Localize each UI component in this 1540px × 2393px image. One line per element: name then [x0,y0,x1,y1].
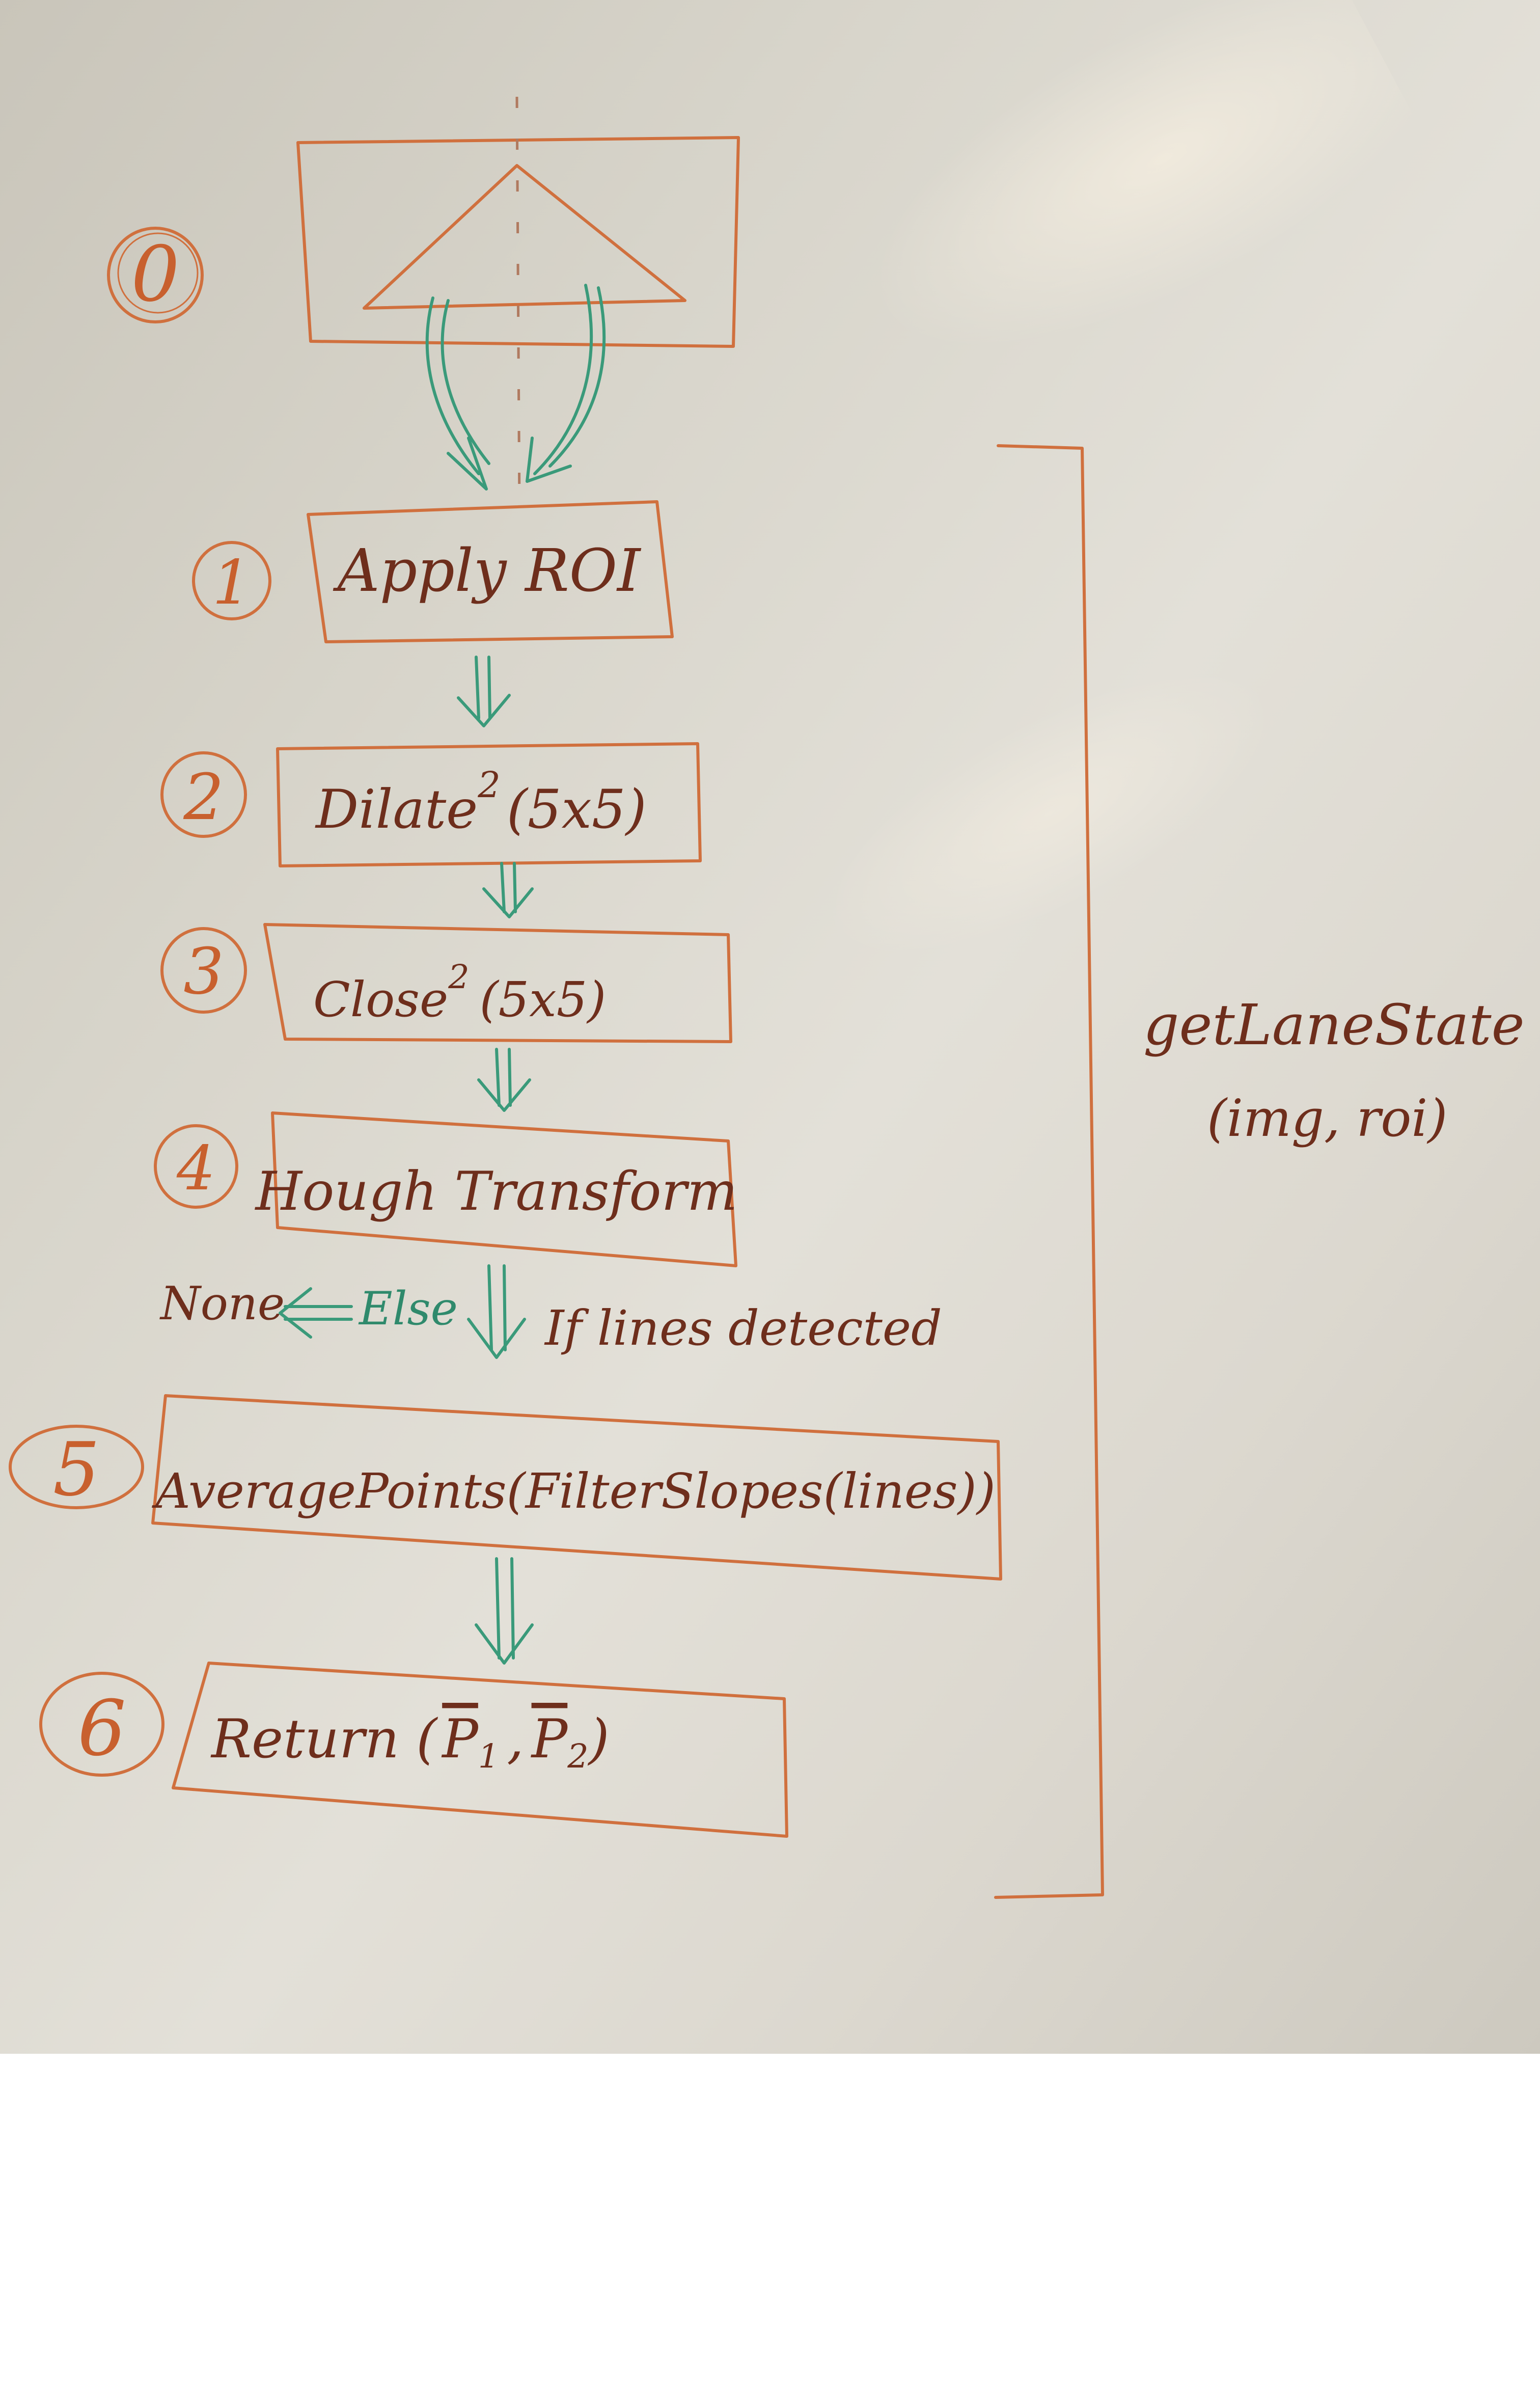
step-4-number-circle: 4 [154,1124,238,1209]
step-4-label: Hough Transform [255,1160,738,1222]
step-3-number: 3 [183,935,224,1009]
step-2-number: 2 [183,760,224,834]
function-bracket [994,444,1104,1899]
step-1-box: Apply ROI [307,500,674,643]
down-arrow-icon [475,1557,534,1665]
center-dashed-line [515,96,521,510]
step-3-box: Close2(5x5) [263,923,732,1043]
function-name: getLaneState [1143,992,1525,1057]
none-label: None [159,1277,285,1330]
step-4-number: 4 [176,1133,215,1204]
step-5-number-circle: 5 [9,1425,144,1513]
step-5-box: AveragePoints(FilterSlopes(lines)) [151,1394,1002,1581]
down-arrow-icon [477,1048,531,1112]
curved-arrows-icon [425,284,606,491]
else-label: Else [358,1282,458,1336]
step-3-label: Close2(5x5) [313,958,606,1028]
step-4-box: Hough Transform [255,1111,738,1267]
step-1-number-circle: 1 [192,541,271,620]
flowchart-diagram: 0 1 Apply ROI 2 Dilate2(5x5) 3 [9,96,1525,1899]
if-label: If lines detected [544,1300,942,1356]
step-6-number-circle: 6 [39,1672,164,1777]
roi-triangle-icon [363,164,686,310]
down-arrow-icon [457,656,511,727]
branch-row: None Else If lines detected [159,1264,942,1359]
step-6-label: Return (P1,P2) [210,1708,610,1776]
function-annotation: getLaneState (img, roi) [1143,992,1525,1148]
step-0-roi-sketch [296,96,740,510]
step-0-number-circle: 0 [107,227,204,323]
step-0-number: 0 [131,230,179,319]
step-6-number: 6 [77,1684,126,1773]
step-1-number: 1 [212,548,251,618]
left-arrow-icon [279,1287,353,1339]
step-2-label: Dilate2(5x5) [315,764,647,840]
step-2-number-circle: 2 [160,751,247,838]
roi-frame [296,136,740,348]
step-2-box: Dilate2(5x5) [276,742,702,867]
step-5-number: 5 [53,1427,100,1513]
down-arrow-icon [482,862,534,918]
step-5-label: AveragePoints(FilterSlopes(lines)) [151,1463,996,1519]
step-6-box: Return (P1,P2) [172,1662,788,1838]
down-arrow-icon [467,1264,526,1359]
function-args: (img, roi) [1207,1089,1447,1148]
step-3-number-circle: 3 [160,927,247,1014]
step-1-label: Apply ROI [333,537,642,605]
